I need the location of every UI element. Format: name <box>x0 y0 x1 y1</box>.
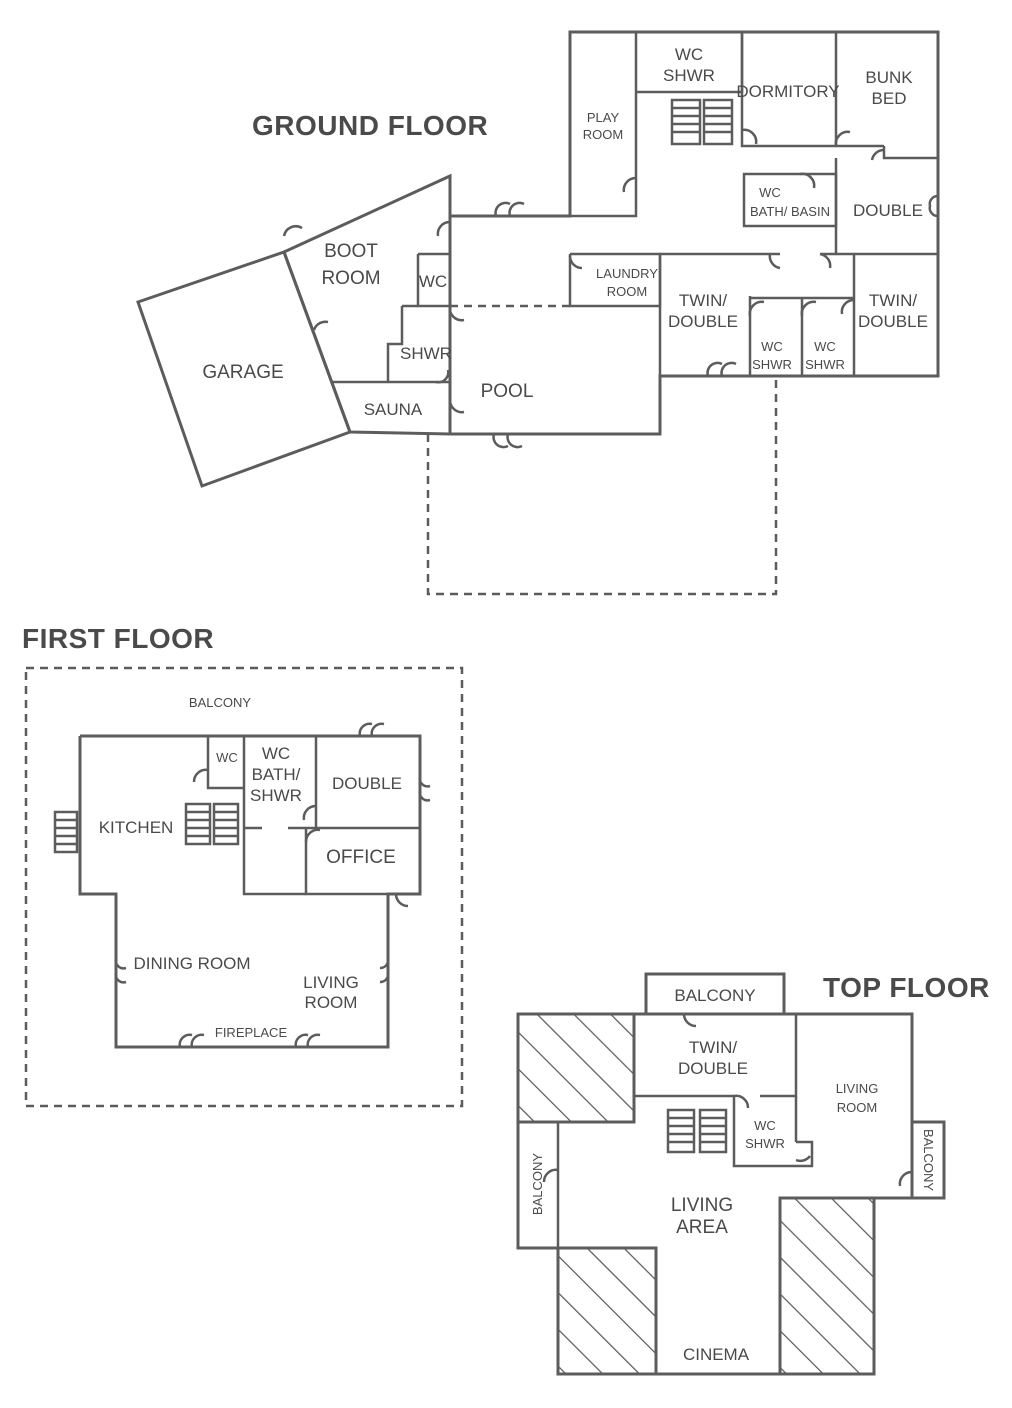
ground-boot-room-label-2: ROOM <box>321 268 380 289</box>
top-twin-double-label-2: DOUBLE <box>678 1059 748 1078</box>
ground-pool-label: POOL <box>481 381 534 402</box>
first-double-label: DOUBLE <box>332 774 402 793</box>
ground-wc-shwr-a-label-1: WC <box>761 339 783 354</box>
first-fireplace-label: FIREPLACE <box>215 1025 288 1040</box>
first-floor-outline <box>78 734 422 1049</box>
first-balcony-outline <box>24 666 464 1108</box>
ground-bunk-bed-label-2: BED <box>872 89 907 108</box>
ground-stairs <box>670 98 734 146</box>
top-cinema-label: CINEMA <box>683 1345 750 1364</box>
top-balcony-right-box <box>910 1120 946 1200</box>
ground-shwr-label: SHWR <box>400 344 452 363</box>
ground-boot-room-label-1: BOOT <box>324 241 378 262</box>
top-floor-plan: TOP FLOOR <box>516 972 990 1376</box>
first-wc-bath-label-1: WC <box>262 744 290 763</box>
top-balcony-label: BALCONY <box>674 986 755 1005</box>
ground-floor-plan: GROUND FLOOR <box>136 30 940 596</box>
ground-wc-shwr-label-1: WC <box>675 45 703 64</box>
ground-floor-title: GROUND FLOOR <box>252 110 488 141</box>
top-wc-shwr-label-2: SHWR <box>745 1136 785 1151</box>
top-void-upper-left <box>516 1012 636 1124</box>
ground-wc-bath-label-2: BATH/ BASIN <box>750 204 830 219</box>
ground-wc-shwr-label-2: SHWR <box>663 66 715 85</box>
first-floor-plan: FIRST FLOOR <box>22 623 464 1108</box>
first-living-room-label-2: ROOM <box>305 993 358 1012</box>
first-kitchen-label: KITCHEN <box>99 818 174 837</box>
ground-wc-label: WC <box>419 272 447 291</box>
first-dining-room-label: DINING ROOM <box>133 954 250 973</box>
ground-bunk-bed-label-1: BUNK <box>865 68 913 87</box>
top-floor-title: TOP FLOOR <box>823 972 990 1003</box>
top-balcony-left-label: BALCONY <box>530 1153 545 1215</box>
ground-wc-shwr-b-label-1: WC <box>814 339 836 354</box>
ground-sauna-label: SAUNA <box>364 400 423 419</box>
ground-wc-shwr-a-label-2: SHWR <box>752 357 792 372</box>
first-wc-label: WC <box>216 750 238 765</box>
first-floor-title: FIRST FLOOR <box>22 623 214 654</box>
first-doors <box>114 722 431 1048</box>
ground-play-room-label-1: PLAY <box>587 110 620 125</box>
top-stairs <box>666 1108 728 1154</box>
top-void-lower-left <box>556 1246 658 1376</box>
top-living-area-label-2: AREA <box>676 1217 728 1238</box>
first-balcony-label: BALCONY <box>189 695 251 710</box>
first-wc-bath-label-3: SHWR <box>250 786 302 805</box>
ground-play-room-label-2: ROOM <box>583 127 623 142</box>
ground-twin-double-a-label-2: DOUBLE <box>668 312 738 331</box>
ground-twin-double-b-label-2: DOUBLE <box>858 312 928 331</box>
first-office-label: OFFICE <box>326 847 396 868</box>
ground-laundry-label-2: ROOM <box>607 284 647 299</box>
first-stairs <box>53 802 240 854</box>
ground-wc-shwr-b-label-2: SHWR <box>805 357 845 372</box>
top-doors <box>542 1013 913 1187</box>
first-living-room-label-1: LIVING <box>303 973 359 992</box>
top-living-room-label-2: ROOM <box>837 1100 877 1115</box>
ground-doors <box>282 128 939 449</box>
ground-wc-bath-label-1: WC <box>759 185 781 200</box>
top-balcony-right-label: BALCONY <box>921 1129 936 1191</box>
ground-dormitory-label: DORMITORY <box>736 82 839 101</box>
ground-twin-double-b-label-1: TWIN/ <box>869 291 917 310</box>
top-void-lower-right <box>778 1196 876 1376</box>
ground-twin-double-a-label-1: TWIN/ <box>679 291 727 310</box>
ground-garage-label: GARAGE <box>202 362 283 383</box>
top-living-room-label-1: LIVING <box>836 1081 879 1096</box>
top-living-area-label-1: LIVING <box>671 1195 733 1216</box>
ground-double-label: DOUBLE <box>853 201 923 220</box>
ground-laundry-label-1: LAUNDRY <box>596 266 658 281</box>
top-wc-shwr-label-1: WC <box>754 1118 776 1133</box>
first-wc-bath-label-2: BATH/ <box>252 765 301 784</box>
top-twin-double-label-1: TWIN/ <box>689 1038 737 1057</box>
